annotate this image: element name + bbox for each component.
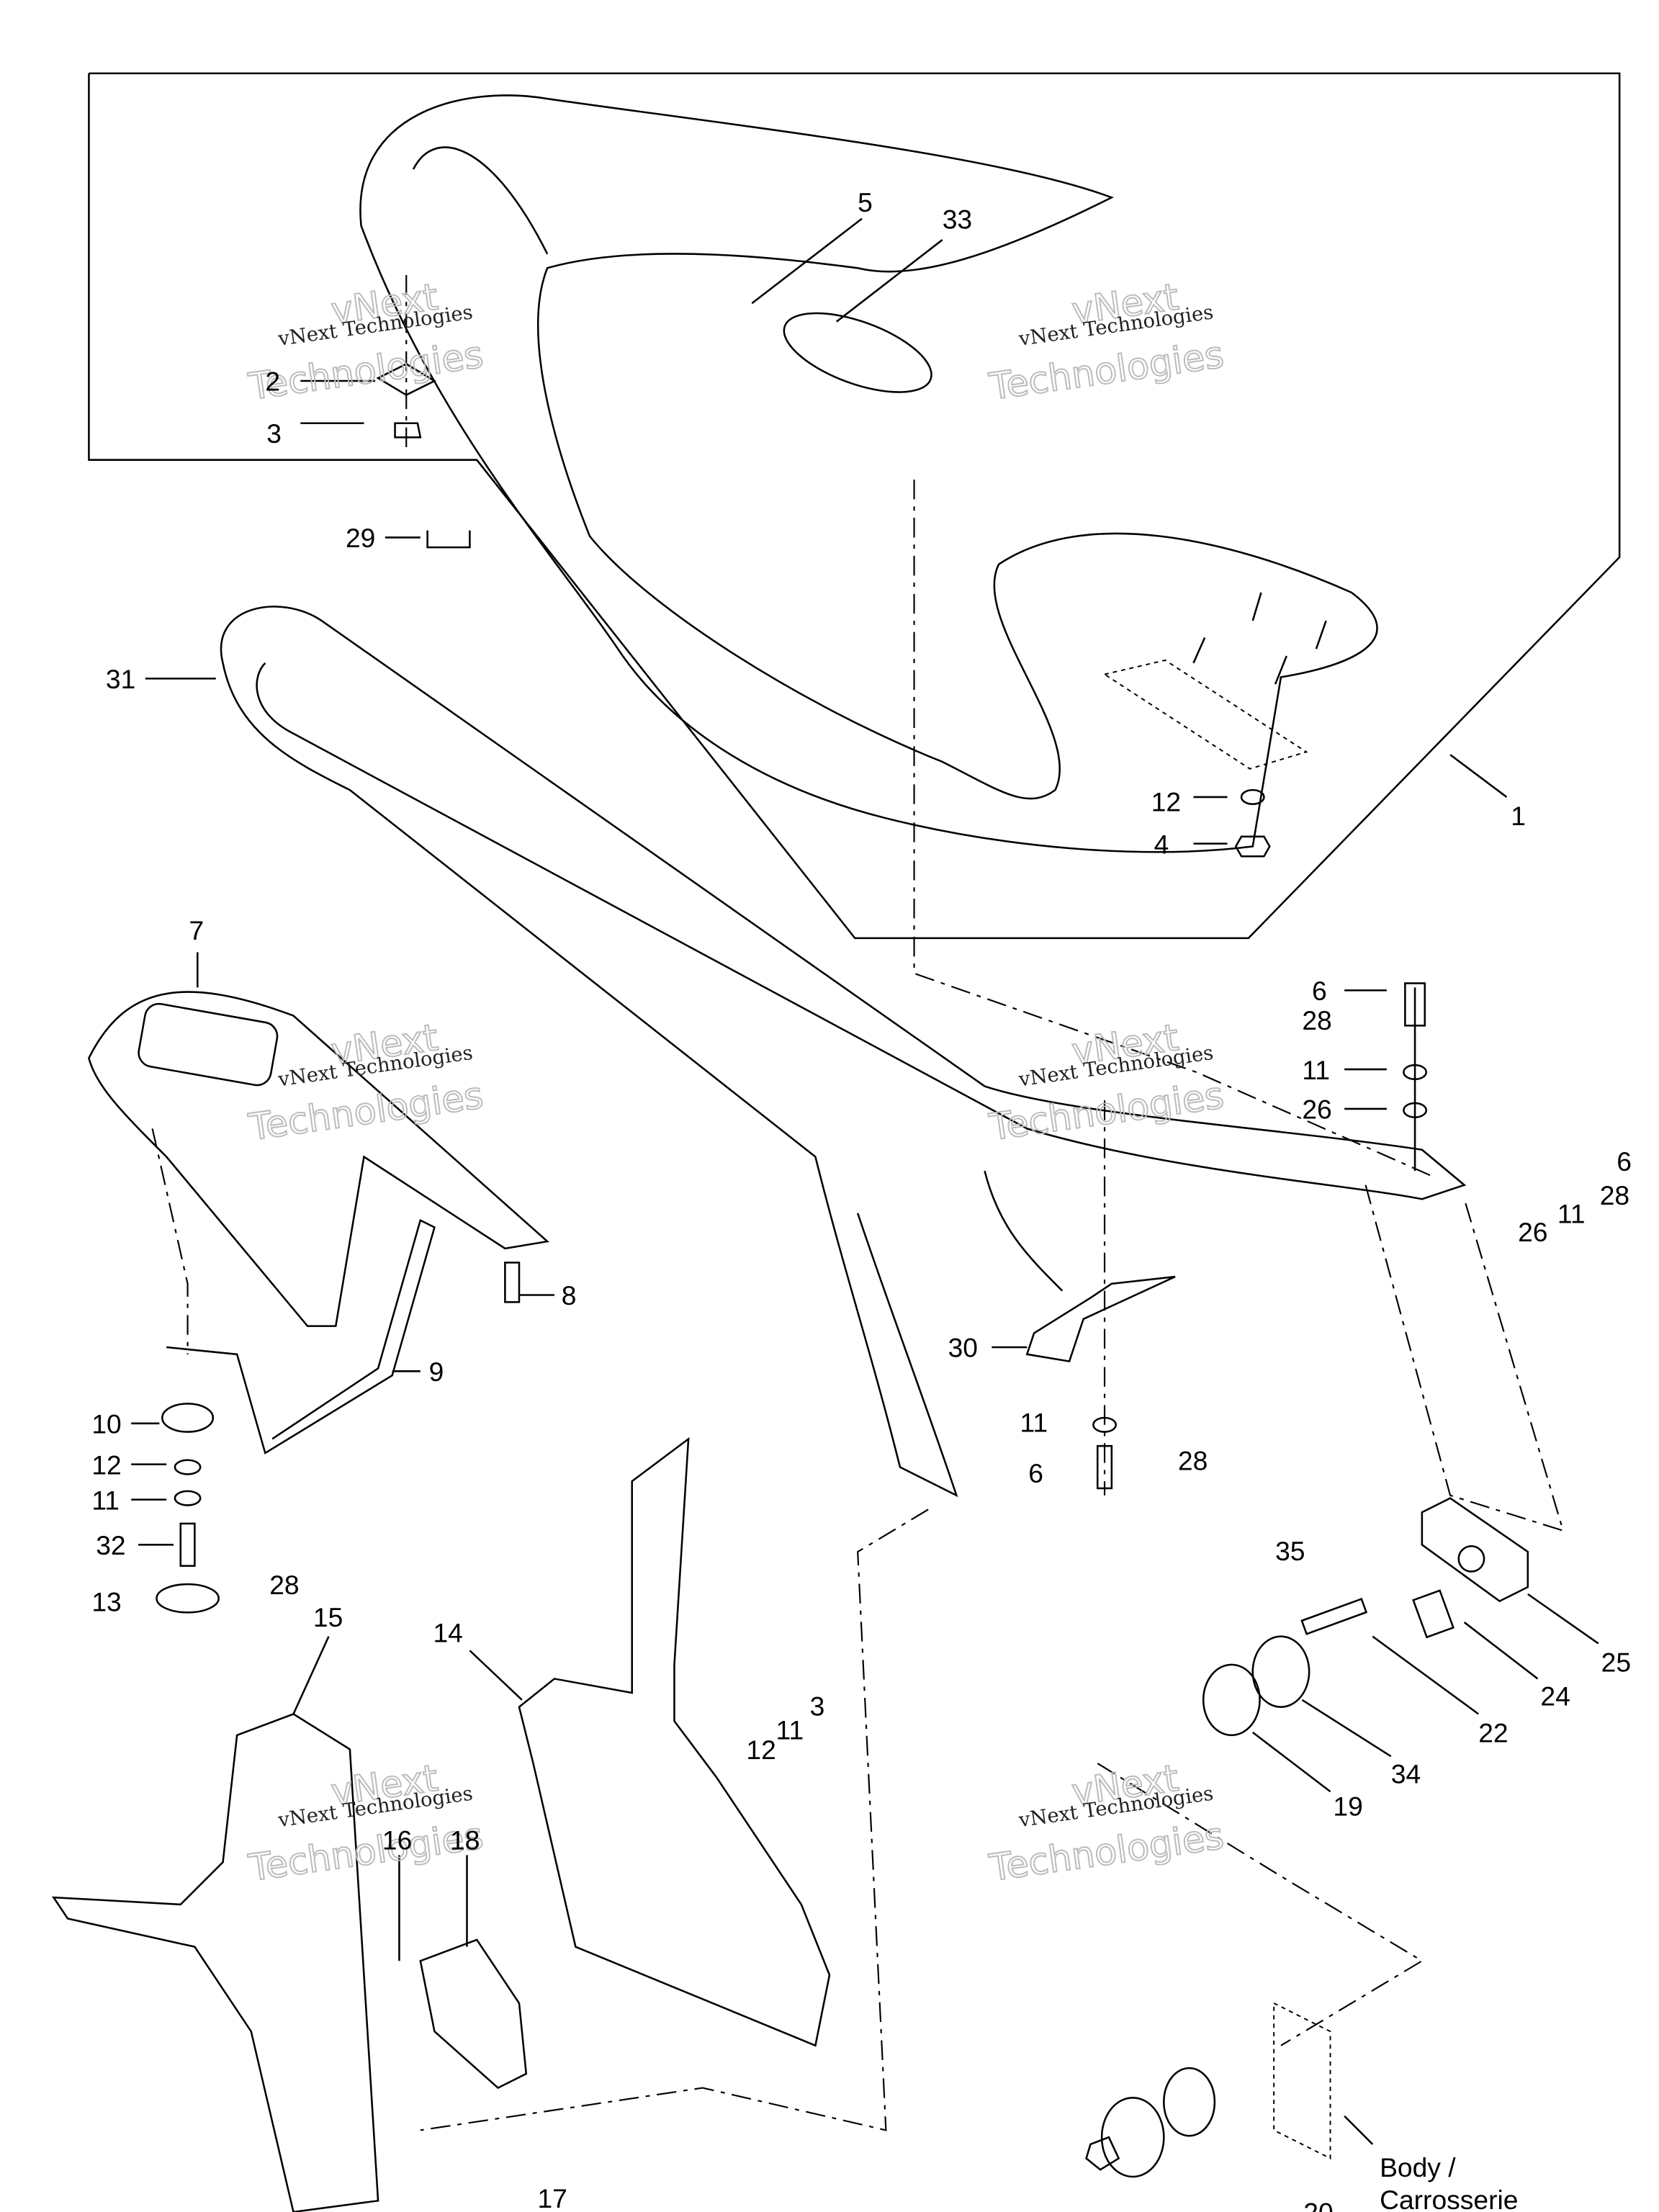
- callout-20: 20: [1303, 2198, 1333, 2212]
- hardware: [156, 363, 1455, 1639]
- bushing-19: [1202, 1663, 1261, 1737]
- seat: [359, 94, 1378, 853]
- callout-13: 13: [91, 1586, 121, 1617]
- callout-15: 15: [313, 1602, 343, 1632]
- nut-lower: [1085, 2136, 1120, 2171]
- bushing-34: [1251, 1635, 1310, 1708]
- part-15: [51, 1712, 379, 2212]
- grab-handle-tube: [220, 606, 1467, 1498]
- bracket-30: [1025, 1275, 1176, 1363]
- callout-11: 11: [1020, 1408, 1048, 1438]
- bushing-lower: [1100, 2097, 1165, 2178]
- callout-33: 33: [943, 204, 972, 234]
- seat-handle-recess: [783, 312, 932, 393]
- callout-6: 6: [1312, 976, 1327, 1006]
- callout-4: 4: [1154, 829, 1169, 859]
- callout-24: 24: [1540, 1681, 1570, 1712]
- callout-17: 17: [537, 2183, 567, 2212]
- centerline: [913, 480, 1437, 1179]
- callout-9: 9: [429, 1357, 444, 1387]
- callout-11: 11: [1302, 1055, 1330, 1085]
- callout-2: 2: [265, 367, 280, 397]
- callout-18: 18: [450, 1825, 480, 1855]
- seat-cushion-line: [412, 146, 549, 255]
- bracket: [166, 1218, 436, 1455]
- assembly-boundary: [88, 72, 1621, 940]
- bracket-14: [518, 1437, 831, 2047]
- centerline: [151, 1128, 189, 1354]
- callout-25: 25: [1601, 1647, 1631, 1678]
- callout-28: 28: [269, 1570, 299, 1600]
- callout-3: 3: [266, 418, 282, 449]
- callout-28: 28: [1178, 1445, 1208, 1475]
- callout-labels: 5332329311124762811266281126893010121132…: [91, 187, 1632, 2212]
- callout-12: 12: [746, 1735, 775, 1765]
- callout-5: 5: [858, 187, 873, 217]
- callout-3: 3: [810, 1691, 825, 1721]
- callout-26: 26: [1302, 1094, 1331, 1125]
- tail-light-housing: [88, 991, 550, 1327]
- mount-hole: [1457, 1545, 1485, 1573]
- callout-29: 29: [346, 523, 375, 553]
- washer-20: [1163, 2067, 1216, 2137]
- callout-1: 1: [1511, 801, 1526, 831]
- callout-6: 6: [1028, 1458, 1043, 1488]
- callout-30: 30: [948, 1333, 978, 1363]
- callout-12: 12: [91, 1449, 121, 1480]
- callout-8: 8: [562, 1280, 577, 1310]
- callout-14: 14: [433, 1617, 462, 1647]
- callout-34: 34: [1391, 1758, 1421, 1789]
- callout-16: 16: [382, 1825, 412, 1855]
- cover-18: [419, 1938, 528, 2090]
- callout-28: 28: [1600, 1180, 1629, 1210]
- centerline: [420, 1509, 929, 2131]
- callout-10: 10: [91, 1409, 121, 1439]
- callout-22: 22: [1478, 1718, 1508, 1748]
- callout-19: 19: [1333, 1791, 1362, 1821]
- arrow: [984, 1170, 1064, 1292]
- seat-plate: [1102, 659, 1308, 770]
- callout-11: 11: [776, 1715, 804, 1745]
- callout-35: 35: [1275, 1536, 1305, 1566]
- callout-11: 11: [91, 1485, 120, 1515]
- callout-11: 11: [1557, 1199, 1586, 1229]
- body-label-line2: Carrosserie: [1380, 2185, 1518, 2212]
- callout-28: 28: [1302, 1005, 1331, 1035]
- leader-lines: [131, 217, 1599, 2145]
- centerline: [1097, 1763, 1424, 2046]
- centerline: [1364, 1184, 1565, 1532]
- mount-block: [1421, 1497, 1529, 1603]
- callout-31: 31: [106, 664, 135, 694]
- seat-studs: [1192, 592, 1327, 685]
- callout-12: 12: [1151, 787, 1181, 817]
- callout-7: 7: [189, 915, 204, 945]
- callout-32: 32: [96, 1530, 125, 1560]
- body-panel: [1273, 2002, 1331, 2160]
- tail-light-lens: [138, 1002, 279, 1087]
- callout-6: 6: [1617, 1146, 1632, 1177]
- callout-26: 26: [1518, 1217, 1547, 1247]
- body-label-line1: Body /: [1380, 2152, 1456, 2182]
